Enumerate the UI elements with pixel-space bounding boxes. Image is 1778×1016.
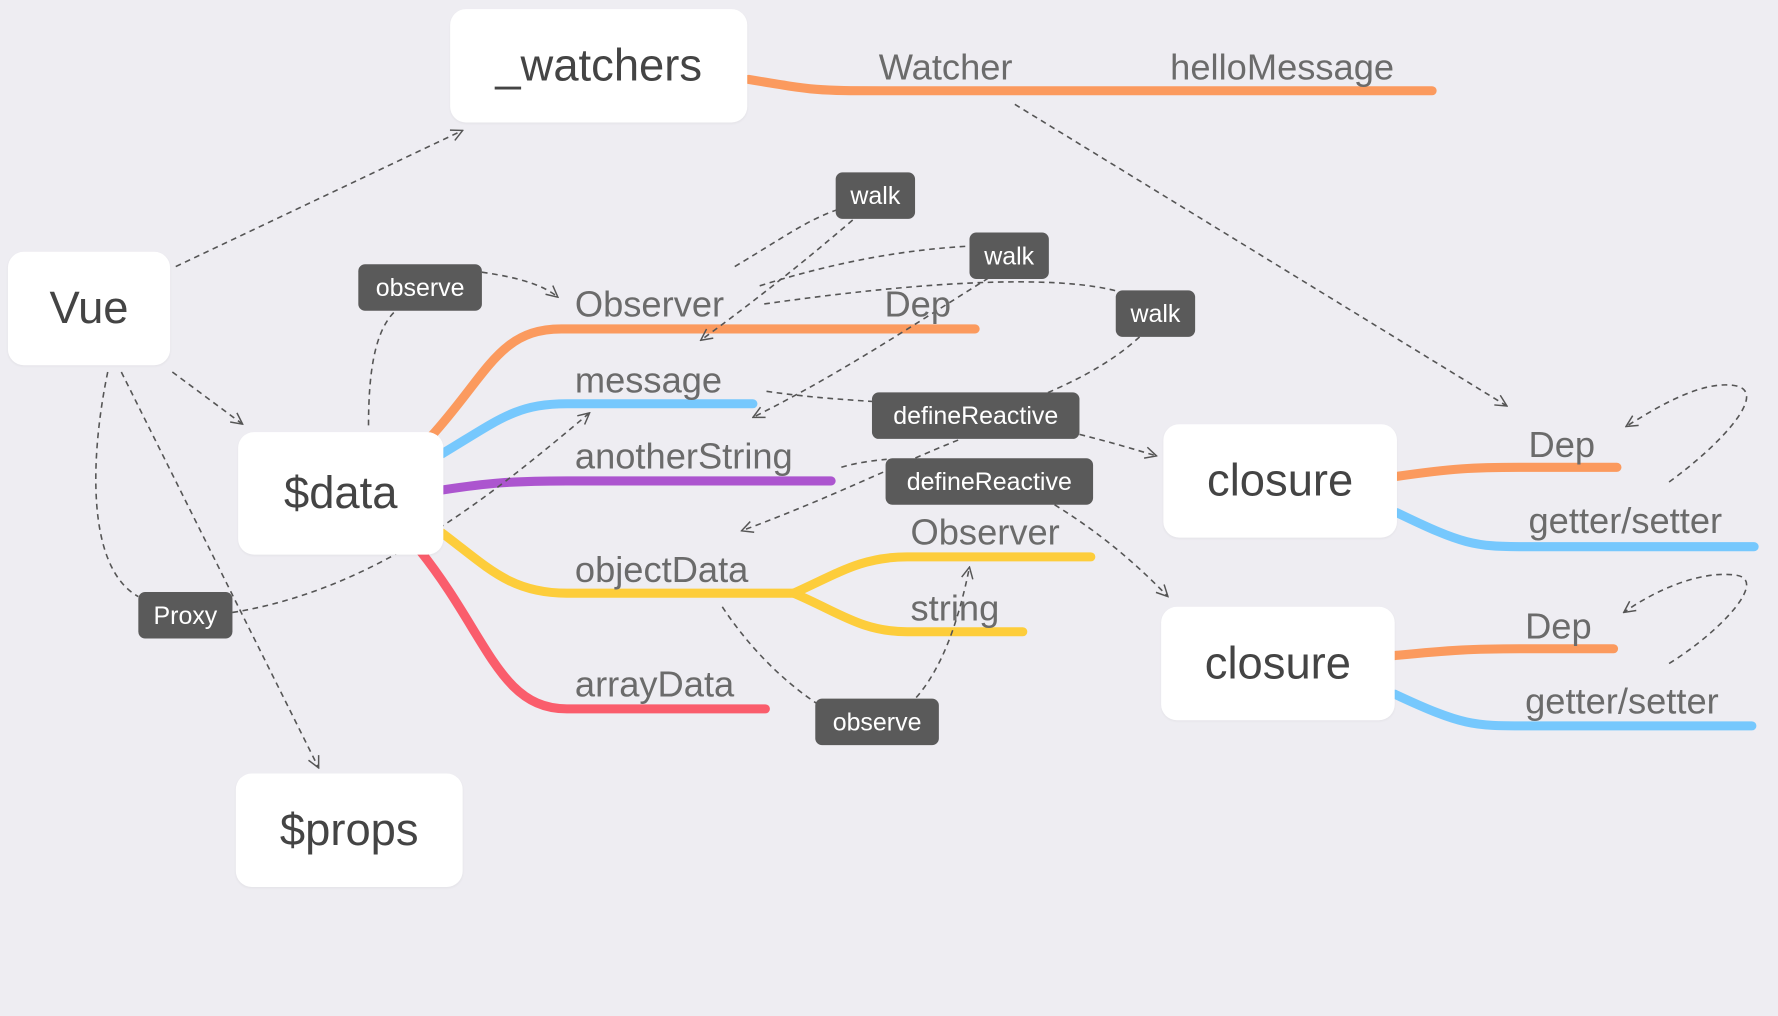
walk-tag-2[interactable]: walk	[969, 232, 1049, 280]
observer-label[interactable]: Observer	[574, 283, 725, 325]
arrow-vue-data	[171, 371, 242, 424]
arrow-watcher-dep	[1014, 103, 1507, 406]
watchers-node[interactable]: _watchers	[450, 9, 748, 123]
closure1-getter-setter-label[interactable]: getter/setter	[1528, 500, 1723, 542]
closure1-dep-label[interactable]: Dep	[1528, 424, 1596, 466]
arrow-walk2-out	[759, 245, 970, 287]
walk-tag-1[interactable]: walk	[835, 172, 916, 219]
message-label[interactable]: message	[574, 359, 723, 401]
arrow-walk1-out	[734, 209, 838, 268]
array-data-label[interactable]: arrayData	[574, 663, 735, 705]
data-node[interactable]: $data	[238, 432, 444, 555]
object-observer-label[interactable]: Observer	[910, 511, 1060, 553]
observe-tag-top[interactable]: observe	[358, 264, 482, 311]
arrow-vue-props	[120, 371, 318, 768]
walk-tag-3[interactable]: walk	[1115, 290, 1196, 337]
arrow-objectdata-observe	[721, 606, 817, 704]
arrow-define2-closure2	[1054, 504, 1168, 597]
branch-closure1-dep	[1392, 462, 1622, 481]
closure-node-2[interactable]: closure	[1161, 606, 1395, 721]
define-reactive-tag-2[interactable]: defineReactive	[885, 458, 1094, 505]
arrow-data-observe	[367, 309, 398, 426]
branch-closure1-getter	[1392, 508, 1759, 552]
object-data-label[interactable]: objectData	[574, 548, 749, 590]
define-reactive-tag-1[interactable]: defineReactive	[871, 392, 1080, 439]
arrow-message-define	[766, 390, 874, 403]
branch-object-data	[437, 528, 799, 598]
branch-another-string	[437, 476, 836, 495]
branch-array-data	[415, 545, 770, 714]
dep-label[interactable]: Dep	[884, 283, 952, 325]
proxy-tag[interactable]: Proxy	[138, 592, 233, 639]
closure2-dep-label[interactable]: Dep	[1525, 605, 1592, 647]
branch-watcher	[743, 74, 1437, 96]
arrow-vue-proxy	[95, 371, 139, 598]
watcher-label[interactable]: Watcher	[878, 46, 1013, 88]
props-node[interactable]: $props	[235, 773, 463, 887]
another-string-label[interactable]: anotherString	[574, 435, 793, 477]
connector-layer	[95, 74, 1759, 896]
vue-node[interactable]: Vue	[7, 251, 171, 366]
branch-object-string	[789, 588, 1028, 637]
observe-tag-bottom[interactable]: observe	[815, 698, 939, 746]
closure-node-1[interactable]: closure	[1163, 424, 1397, 538]
arrow-define1-closure1	[1079, 433, 1156, 456]
arrow-observe-observer2	[915, 567, 969, 699]
arrow-closure1-dep-loop	[1626, 384, 1748, 483]
arrow-closure2-dep-loop	[1624, 573, 1748, 665]
branch-closure2-getter	[1390, 689, 1757, 731]
arrow-walk3-out	[764, 281, 1123, 305]
branch-object-observer	[789, 552, 1096, 598]
branch-closure2-dep	[1390, 644, 1619, 661]
arrow-vue-watchers	[175, 130, 463, 268]
hello-message-label[interactable]: helloMessage	[1170, 46, 1395, 88]
closure2-getter-setter-label[interactable]: getter/setter	[1525, 680, 1719, 722]
object-string-label[interactable]: string	[910, 587, 1000, 629]
branch-message	[437, 399, 758, 459]
arrow-walk2-in	[753, 277, 990, 418]
branch-observer	[426, 324, 980, 442]
arrow-walk3-in	[1042, 336, 1141, 396]
arrow-define1-objectdata	[742, 439, 959, 531]
arrow-another-define2	[841, 458, 887, 469]
arrow-observe-observer	[481, 271, 558, 297]
